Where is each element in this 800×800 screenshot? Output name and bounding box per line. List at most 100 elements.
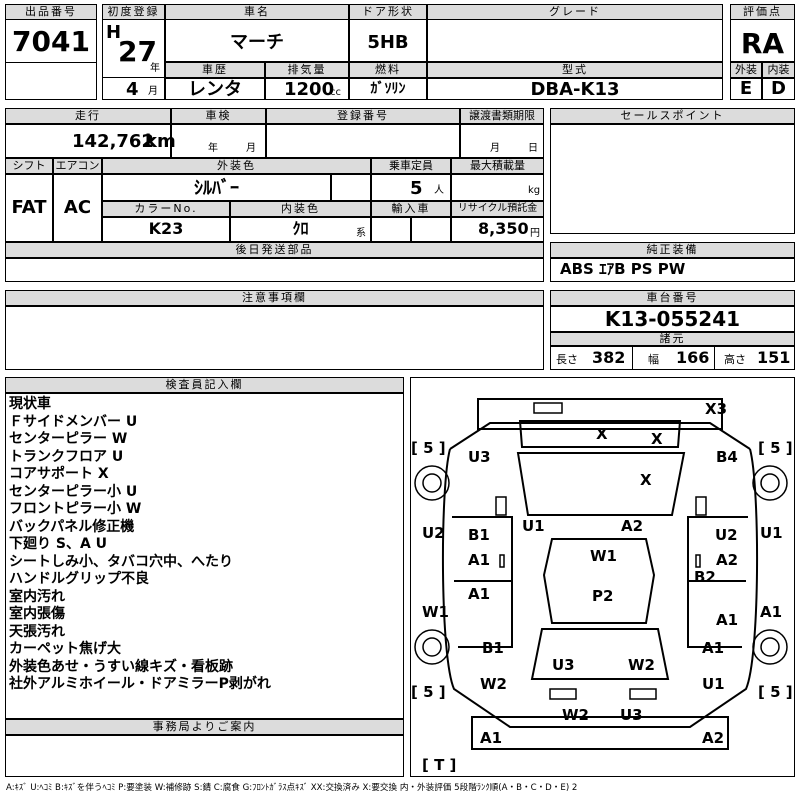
reg-number-label: 登録番号 bbox=[266, 108, 460, 124]
windshield-outline bbox=[518, 420, 682, 448]
damage-mark: W2 bbox=[628, 656, 655, 674]
sales-points-box bbox=[550, 124, 795, 234]
grade-label: グレード bbox=[427, 4, 723, 20]
damage-mark: A1 bbox=[468, 585, 491, 603]
displacement: 1200 bbox=[284, 79, 335, 100]
damage-mark: W2 bbox=[480, 675, 507, 693]
model: DBA-K13 bbox=[530, 79, 620, 100]
inspector-note-line: コアサポート X bbox=[9, 466, 109, 482]
wheel-rear-right bbox=[752, 629, 788, 665]
mileage-box bbox=[5, 124, 171, 158]
legend: A:ｷｽﾞ U:ﾍｺﾐ B:ｷｽﾞを伴うﾍｺﾐ P:要塗装 W:補修跡 S:錆 … bbox=[6, 783, 578, 793]
ext-color-label: 外装色 bbox=[102, 158, 371, 174]
inspector-note-line: フロントピラー小 W bbox=[9, 501, 142, 517]
displacement-box bbox=[265, 78, 349, 100]
damage-mark: A2 bbox=[702, 729, 725, 747]
capacity-box bbox=[371, 174, 451, 201]
lot-number: 7041 bbox=[12, 25, 90, 58]
score-label: 評価点 bbox=[730, 4, 795, 20]
inspector-note-line: 天張汚れ bbox=[9, 623, 65, 640]
tire-front-left: [ 5 ] bbox=[411, 439, 446, 457]
damage-mark: U3 bbox=[468, 448, 491, 466]
capacity: 5 bbox=[410, 178, 423, 199]
caution-box bbox=[5, 306, 544, 370]
exterior-box bbox=[730, 78, 762, 100]
score: RA bbox=[740, 27, 785, 60]
inspector-note-line: バックパネル修正機 bbox=[9, 518, 135, 535]
left-rear-door bbox=[454, 580, 513, 648]
genuine-box bbox=[550, 258, 795, 282]
model-label: 型式 bbox=[427, 62, 723, 78]
int-color: ｸﾛ bbox=[292, 219, 309, 238]
chassis-label: 車台番号 bbox=[550, 290, 795, 306]
shift: FAT bbox=[11, 197, 47, 218]
later-parts-label: 後日発送部品 bbox=[5, 242, 544, 258]
damage-mark: U2 bbox=[422, 524, 445, 542]
recycle-box bbox=[451, 217, 544, 242]
car-name-label: 車名 bbox=[165, 4, 349, 20]
transfer-label: 譲渡書類期限 bbox=[460, 108, 544, 124]
recycle-unit: 円 bbox=[530, 228, 540, 239]
damage-mark: X bbox=[651, 430, 663, 448]
tire-rear-right: [ 5 ] bbox=[758, 683, 793, 701]
car-name: マーチ bbox=[230, 32, 284, 53]
interior-label: 内装 bbox=[762, 62, 795, 78]
office-label: 事務局よりご案内 bbox=[5, 719, 404, 735]
damage-mark: X3 bbox=[705, 400, 728, 418]
inspector-box bbox=[5, 393, 404, 719]
fuel: ｶﾞｿﾘﾝ bbox=[370, 81, 406, 97]
color-no-box bbox=[102, 217, 230, 242]
damage-mark: W1 bbox=[422, 603, 449, 621]
inspector-note-line: 現状車 bbox=[9, 396, 51, 412]
damage-mark: A1 bbox=[716, 611, 739, 629]
transfer-box bbox=[460, 124, 544, 158]
office-box bbox=[5, 735, 404, 777]
fuel-label: 燃料 bbox=[349, 62, 427, 78]
first-reg-month: 4 bbox=[126, 79, 139, 100]
model-box bbox=[427, 78, 723, 100]
color-no-label: カラーNo. bbox=[102, 201, 230, 217]
damage-mark: P2 bbox=[592, 587, 614, 605]
inspector-note-line: ハンドルグリップ不良 bbox=[9, 571, 149, 587]
damage-mark: X bbox=[640, 471, 652, 489]
spare-tire: [ T ] bbox=[422, 756, 457, 774]
length: 382 bbox=[592, 348, 626, 367]
ac-label: エアコン bbox=[53, 158, 102, 174]
first-reg-year-unit: 年 bbox=[150, 63, 160, 74]
first-reg-divider bbox=[102, 77, 165, 78]
reg-number-box bbox=[266, 124, 460, 158]
damage-mark: A2 bbox=[621, 517, 644, 535]
inspector-note-line: センターピラー小 U bbox=[9, 483, 138, 500]
height: 151 bbox=[757, 348, 791, 367]
inspection-month-unit: 月 bbox=[246, 143, 256, 154]
capacity-unit: 人 bbox=[434, 185, 444, 196]
color-no: K23 bbox=[148, 219, 184, 238]
int-color-label: 内装色 bbox=[230, 201, 371, 217]
inspection-box bbox=[171, 124, 266, 158]
right-door-handle bbox=[695, 554, 701, 568]
sales-points-label: セールスポイント bbox=[550, 108, 795, 124]
damage-mark: U1 bbox=[760, 524, 783, 542]
ac-box bbox=[53, 174, 102, 242]
damage-mark: X bbox=[596, 425, 608, 443]
hood-outline bbox=[516, 452, 686, 516]
mileage-unit: km bbox=[145, 131, 176, 152]
later-parts-box bbox=[5, 258, 544, 282]
caution-label: 注意事項欄 bbox=[5, 290, 544, 306]
rear-bumper-outline bbox=[471, 716, 729, 750]
import-label: 輸入車 bbox=[371, 201, 451, 217]
rear-lamp-left bbox=[629, 688, 657, 700]
license-plate-front bbox=[533, 402, 563, 414]
max-load-box bbox=[451, 174, 544, 201]
exterior-label: 外装 bbox=[730, 62, 762, 78]
inspector-note-line: カーペット焦げ大 bbox=[9, 641, 121, 657]
chassis-box bbox=[550, 306, 795, 332]
damage-mark: A1 bbox=[760, 603, 783, 621]
front-body-outline bbox=[449, 422, 751, 450]
import-box-extra bbox=[411, 217, 451, 242]
inspector-note-line: トランクフロア U bbox=[9, 448, 124, 465]
displacement-unit: cc bbox=[330, 87, 341, 98]
lot-number-label: 出品番号 bbox=[5, 4, 97, 20]
damage-mark: B1 bbox=[468, 526, 490, 544]
damage-mark: U1 bbox=[522, 517, 545, 535]
